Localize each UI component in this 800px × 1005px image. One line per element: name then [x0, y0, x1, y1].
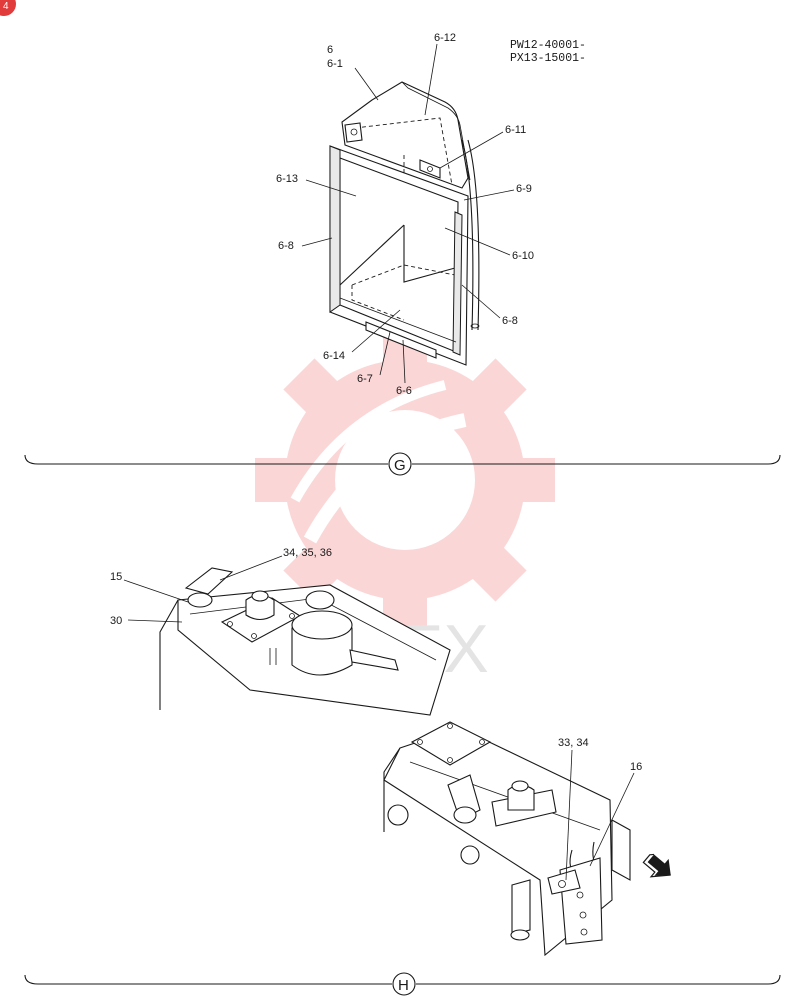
callout-6-13: 6-13: [276, 173, 298, 185]
callout-6-8-left: 6-8: [278, 240, 294, 252]
callout-34-35-36: 34, 35, 36: [283, 547, 332, 559]
section-g-marker: G: [394, 457, 406, 474]
leaders-section-h-lower: [565, 749, 635, 881]
bracket-view-drawing: [383, 721, 631, 957]
callout-33-34: 33, 34: [558, 737, 589, 749]
corner-badge: 4: [0, 0, 16, 16]
callout-6-9: 6-9: [516, 183, 532, 195]
serial-range-1: PW12-40001-: [510, 39, 586, 52]
callout-6-1: 6-1: [327, 58, 343, 70]
tank-filter-drawing: [159, 567, 451, 716]
arrow-icon: [642, 853, 671, 878]
callout-6-10: 6-10: [512, 250, 534, 262]
leaders-section-g: [301, 43, 515, 384]
leaders-section-h-upper: [123, 555, 283, 623]
corner-badge-label: 4: [3, 1, 9, 12]
callout-6-12: 6-12: [434, 32, 456, 44]
callout-6-7: 6-7: [357, 373, 373, 385]
section-h-divider: H: [24, 972, 781, 996]
callout-6-8-right: 6-8: [502, 315, 518, 327]
callout-6-6: 6-6: [396, 385, 412, 397]
callout-15: 15: [110, 571, 122, 583]
callout-6-11: 6-11: [505, 124, 526, 136]
section-h-marker: H: [398, 977, 409, 994]
callout-6: 6: [327, 44, 333, 56]
serial-range-2: PX13-15001-: [510, 52, 586, 65]
section-g-divider: G: [24, 452, 781, 476]
shroud-assembly-drawing: [329, 81, 480, 366]
callout-30: 30: [110, 615, 122, 627]
callout-16: 16: [630, 761, 642, 773]
callout-6-14: 6-14: [323, 350, 345, 362]
